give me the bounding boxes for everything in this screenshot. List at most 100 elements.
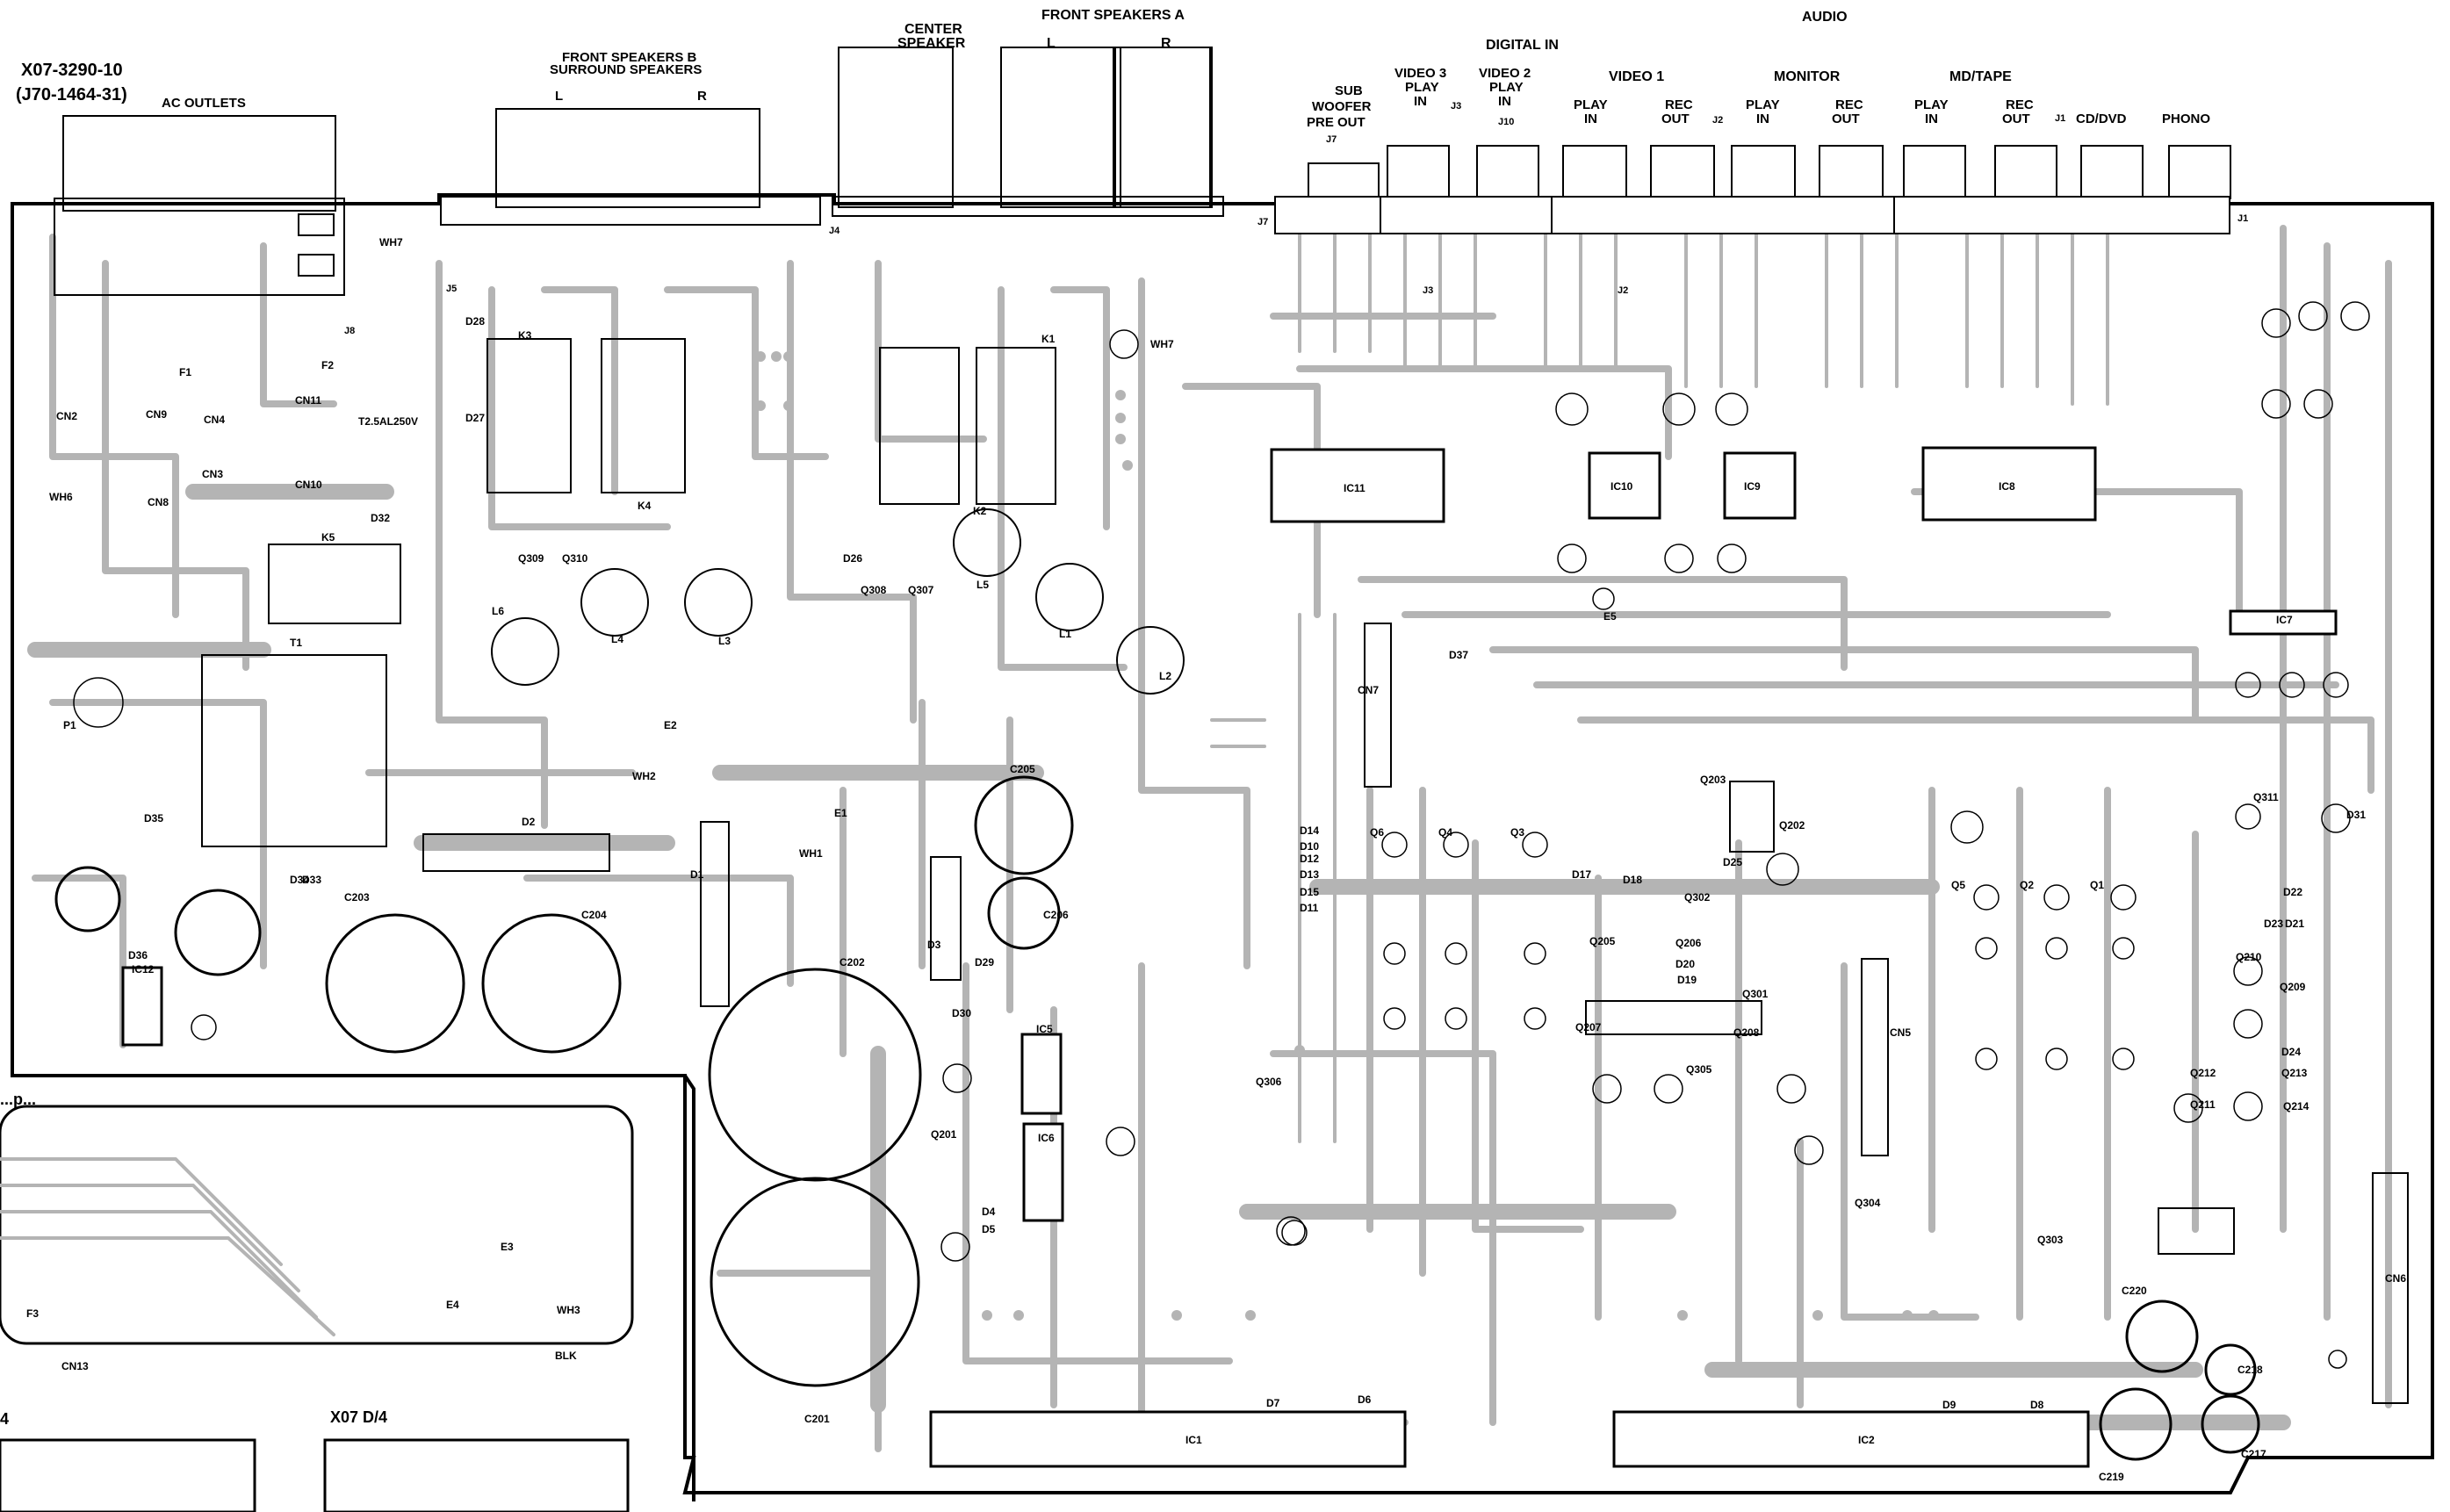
ref-c203: C203 (344, 891, 370, 904)
ref-d21: D21 (2285, 918, 2304, 930)
ref-q3: Q3 (1510, 826, 1524, 839)
video3-label-2: PLAY (1405, 80, 1439, 95)
ref-d4: D4 (982, 1206, 996, 1218)
ref-wh1: WH1 (799, 847, 823, 860)
out-label-v1: OUT (1661, 112, 1690, 126)
part-no: X07-3290-10 (21, 61, 123, 80)
ref-k2: K2 (973, 505, 987, 517)
ref-e5: E5 (1603, 610, 1617, 623)
ref-q303: Q303 (2037, 1234, 2064, 1246)
ref-ic11: IC11 (1344, 482, 1366, 494)
ref-q209: Q209 (2280, 981, 2306, 993)
ref-d26: D26 (843, 552, 862, 565)
ref-k3: K3 (518, 329, 532, 342)
ref-q201: Q201 (931, 1128, 957, 1141)
rec-label-v1: REC (1665, 97, 1693, 112)
ref-l2: L2 (1159, 670, 1171, 682)
in-label-v1: IN (1584, 112, 1597, 126)
ref-d3: D3 (927, 939, 941, 951)
inductors (491, 508, 1185, 695)
j2-board: J2 (1618, 285, 1628, 296)
ref-d10: D10 (1300, 840, 1319, 853)
ref-d11: D11 (1300, 902, 1319, 914)
ref-d7: D7 (1266, 1397, 1280, 1409)
front-a-label: FRONT SPEAKERS A (1041, 8, 1185, 23)
ref-d9: D9 (1942, 1399, 1956, 1411)
ref-l1: L1 (1059, 628, 1071, 640)
j1-top: J1 (2055, 113, 2065, 124)
j3-top: J3 (1451, 101, 1461, 112)
ref-d24: D24 (2281, 1046, 2301, 1058)
play-label-mon: PLAY (1746, 97, 1780, 112)
ref-q307: Q307 (908, 584, 934, 596)
front-b-label-2: SURROUND SPEAKERS (550, 62, 702, 77)
ref-d19: D19 (1677, 974, 1697, 986)
video3-label-3: IN (1414, 94, 1427, 109)
ref-f3: F3 (26, 1307, 39, 1320)
ic-packages (121, 446, 2338, 1468)
audio-label: AUDIO (1802, 10, 1848, 25)
ref-d8: D8 (2030, 1399, 2044, 1411)
ref-d2: D2 (522, 816, 536, 828)
ref-e4: E4 (446, 1299, 459, 1311)
j7-top: J7 (1326, 134, 1337, 145)
part-no-alt: (J70-1464-31) (16, 85, 127, 104)
j10-top: J10 (1498, 117, 1514, 127)
video3-label-1: VIDEO 3 (1394, 66, 1446, 81)
ref-d29: D29 (975, 956, 994, 968)
ref-cn4: CN4 (204, 414, 225, 426)
ref-c204: C204 (581, 909, 607, 921)
ref-ic2: IC2 (1858, 1434, 1875, 1446)
ref-ic7: IC7 (2276, 614, 2293, 626)
ref-d36: D36 (128, 949, 148, 961)
j4-board: J4 (829, 226, 840, 236)
ref-blk: BLK (555, 1350, 577, 1362)
ref-ic5: IC5 (1036, 1023, 1053, 1035)
ref-d1: D1 (690, 868, 704, 881)
ref-c206: C206 (1043, 909, 1069, 921)
ref-d14: D14 (1300, 824, 1319, 837)
ref-d5: D5 (982, 1223, 996, 1235)
ref-q4: Q4 (1438, 826, 1452, 839)
sub-board-label: X07 D/4 (330, 1408, 387, 1426)
ref-q206: Q206 (1675, 937, 1702, 949)
ref-q308: Q308 (861, 584, 887, 596)
ref-f2: F2 (321, 359, 334, 371)
ref-cn10: CN10 (295, 479, 322, 491)
ref-cn7: CN7 (1358, 684, 1379, 696)
ref-ic10: IC10 (1611, 480, 1633, 493)
monitor-label: MONITOR (1774, 69, 1841, 84)
ref-d23: D23 (2264, 918, 2283, 930)
ref-e3: E3 (501, 1241, 514, 1253)
ref-c201: C201 (804, 1413, 830, 1425)
ref-q2: Q2 (2020, 879, 2034, 891)
front-a-l: L (1047, 36, 1056, 51)
small-components (73, 301, 2370, 1369)
ref-l3: L3 (718, 635, 731, 647)
ref-d17: D17 (1572, 868, 1591, 881)
center-label-1: CENTER (904, 22, 962, 37)
ref-d27: D27 (465, 412, 485, 424)
j5-board: J5 (446, 284, 457, 294)
ref-d33: D33 (302, 874, 321, 886)
ref-q211: Q211 (2190, 1098, 2216, 1111)
ref-q309: Q309 (518, 552, 544, 565)
play-label-md: PLAY (1914, 97, 1949, 112)
ref-d25: D25 (1723, 856, 1742, 868)
ref-wh3: WH3 (557, 1304, 580, 1316)
ref-q203: Q203 (1700, 774, 1726, 786)
ref-ic12: IC12 (132, 963, 155, 976)
ref-d32: D32 (371, 512, 390, 524)
title-fragment: ...p... (0, 1091, 36, 1108)
ref-d30: D30 (952, 1007, 971, 1019)
ref-q304: Q304 (1855, 1197, 1881, 1209)
speaker-terminals (440, 47, 1224, 226)
ref-l5: L5 (976, 579, 989, 591)
ref-d31: D31 (2346, 809, 2366, 821)
relays-and-transformer (201, 338, 2409, 1404)
ref-fuse: T2.5AL250V (358, 415, 418, 428)
ref-q301: Q301 (1742, 988, 1769, 1000)
play-label-v1: PLAY (1574, 97, 1608, 112)
digital-in-label: DIGITAL IN (1486, 38, 1559, 53)
